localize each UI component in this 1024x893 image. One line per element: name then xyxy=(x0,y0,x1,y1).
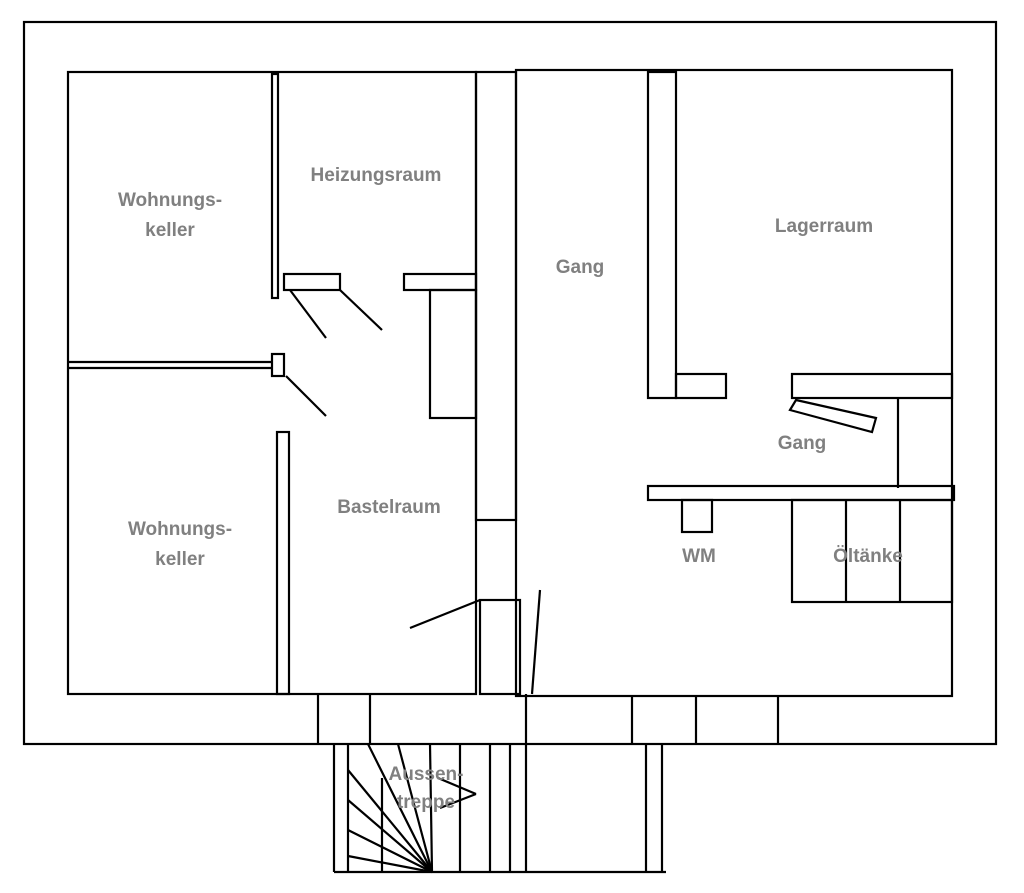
label-oeltanke: Öltänke xyxy=(833,546,903,567)
label-aussentreppe: Aussen- treppe xyxy=(388,764,464,813)
wall-bastel-left xyxy=(275,430,291,696)
label-wm: WM xyxy=(682,546,716,567)
wm-box xyxy=(680,498,714,534)
label-heizungsraum: Heizungsraum xyxy=(310,165,442,186)
central-column xyxy=(474,70,518,522)
outer-wall xyxy=(22,20,998,746)
label-gang-main: Gang xyxy=(555,257,605,278)
label-gang-small: Gang xyxy=(777,433,827,454)
label-wohnungskeller-bottom: Wohnungs- keller xyxy=(127,519,233,570)
wall-lager-left xyxy=(646,70,678,400)
label-lagerraum: Lagerraum xyxy=(774,216,874,237)
exterior-stairs xyxy=(332,743,666,874)
label-wohnungskeller-top: Wohnungs- keller xyxy=(117,190,223,241)
wall-heizung-left xyxy=(270,72,280,300)
label-bastelraum: Bastelraum xyxy=(337,497,441,518)
oil-tanks xyxy=(790,498,954,604)
